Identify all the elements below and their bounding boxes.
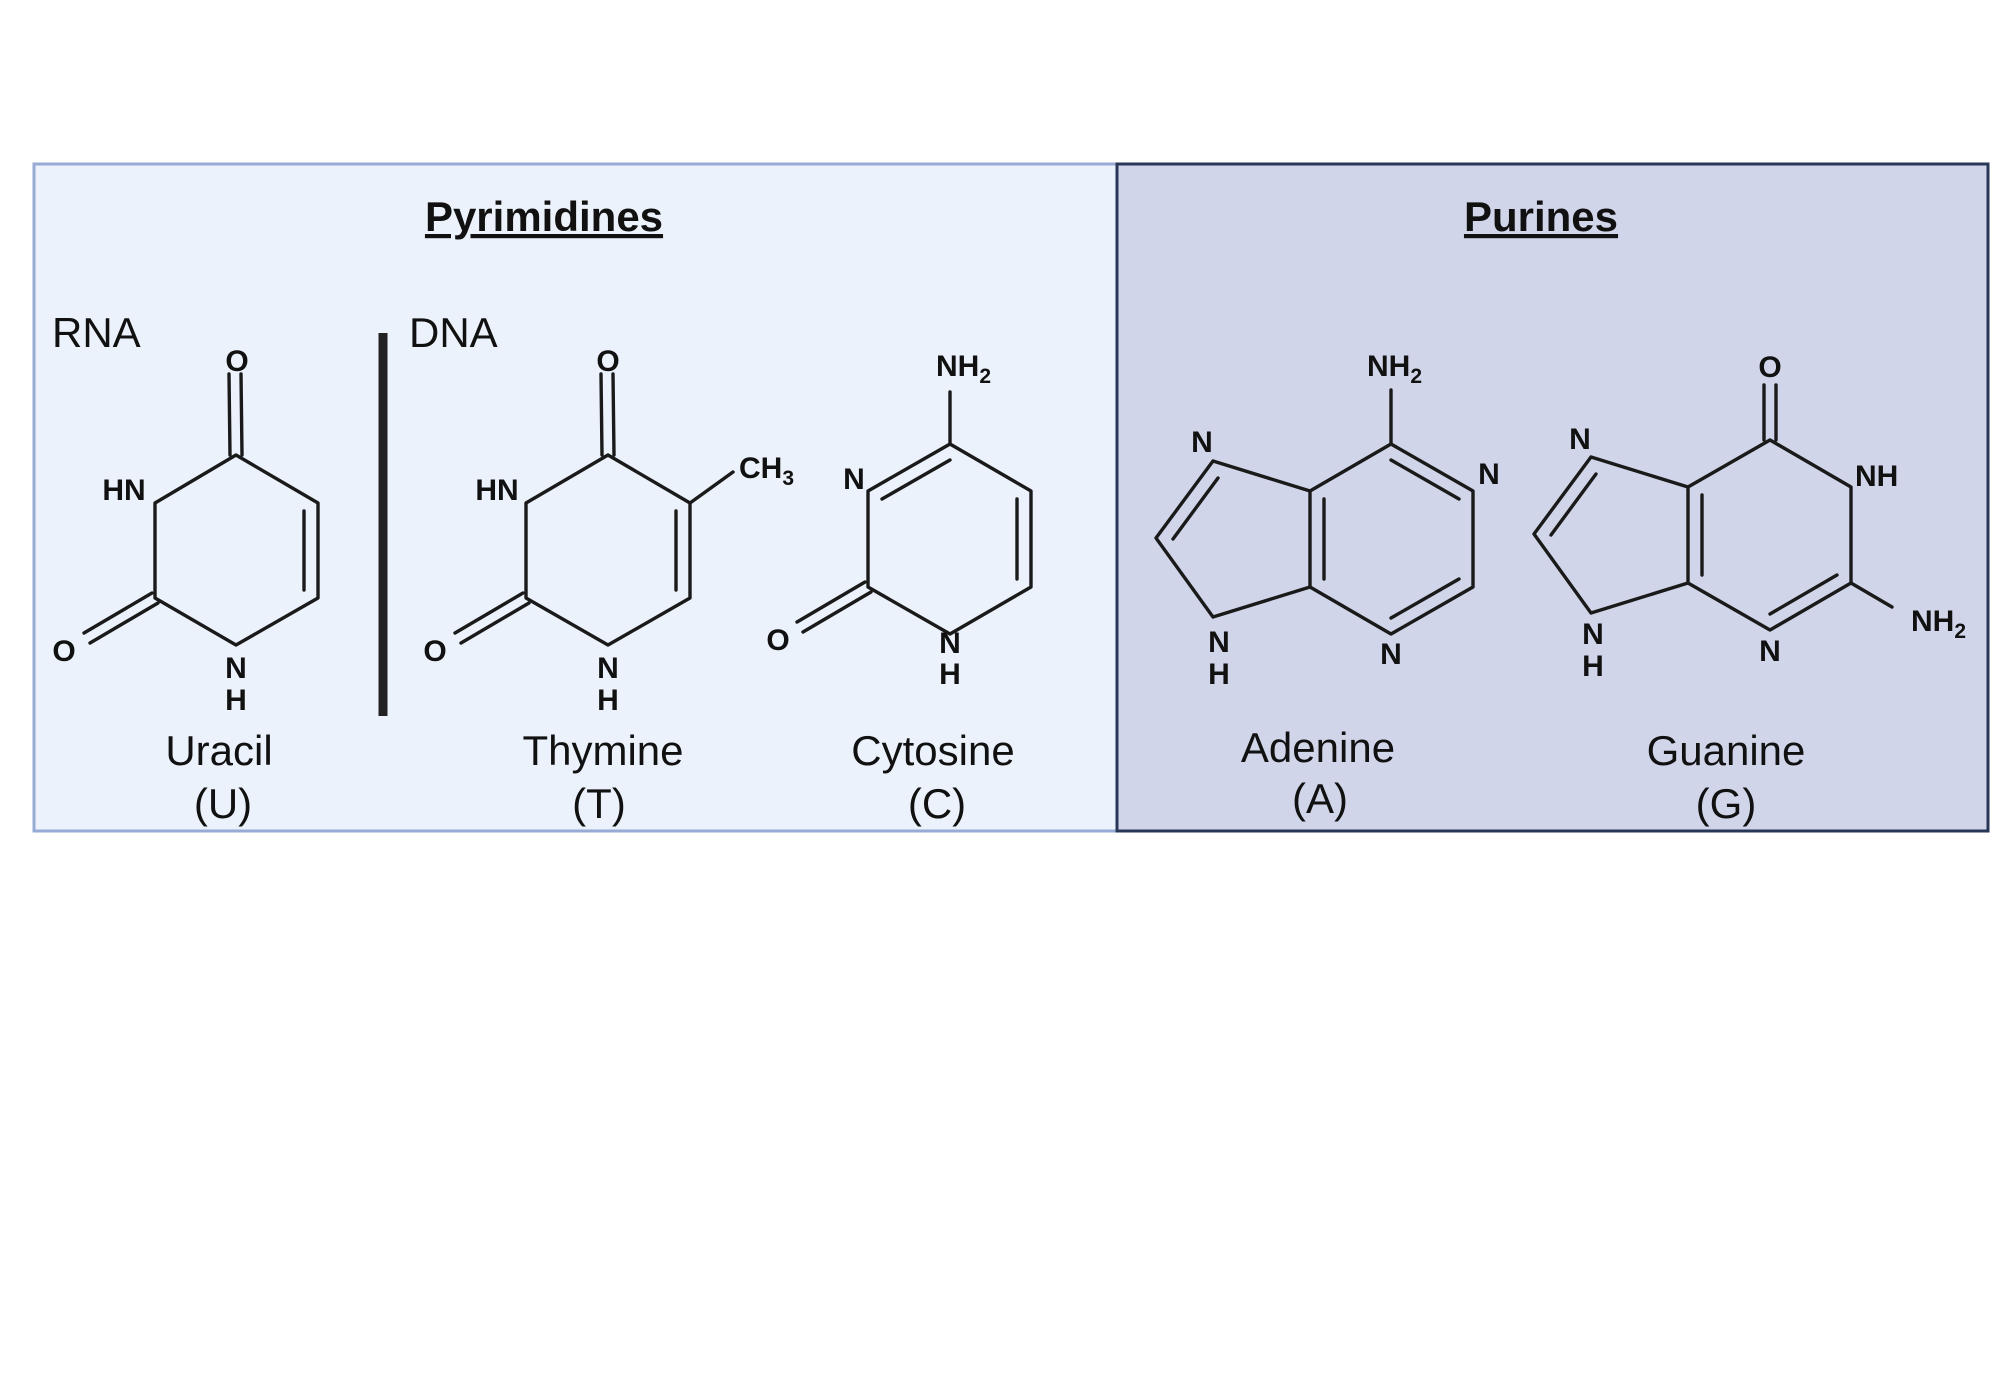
thymine-atom-hn: HN	[475, 474, 518, 507]
uracil-atom-h: H	[225, 684, 247, 717]
adenine-atom-n1: N	[1478, 458, 1500, 491]
purines-title: Purines	[1464, 193, 1618, 240]
cytosine-atom-n: N	[939, 627, 961, 660]
guanine-name: Guanine	[1647, 727, 1806, 774]
guanine-atom-nh2: NH2	[1911, 605, 1966, 643]
adenine-atom-n3: N	[1380, 638, 1402, 671]
rna-label: RNA	[52, 309, 141, 356]
pyrimidines-title: Pyrimidines	[425, 193, 663, 240]
guanine-abbrev: (G)	[1696, 780, 1757, 827]
dna-label: DNA	[409, 309, 498, 356]
guanine-atom-n9: N	[1582, 618, 1604, 651]
thymine-abbrev: (T)	[572, 780, 626, 827]
adenine-name: Adenine	[1241, 724, 1395, 771]
guanine-atom-nh1: NH	[1855, 460, 1898, 493]
uracil-structure: O HN O N H	[52, 345, 320, 717]
uracil-atom-o-top: O	[225, 345, 248, 378]
adenine-atom-n7: N	[1191, 426, 1213, 459]
adenine-abbrev: (A)	[1292, 775, 1348, 822]
uracil-abbrev: (U)	[194, 780, 252, 827]
cytosine-atom-n-ring: N	[843, 463, 865, 496]
uracil-atom-n: N	[225, 652, 247, 685]
guanine-atom-h9: H	[1582, 650, 1604, 683]
adenine-atom-nh2: NH2	[1367, 350, 1422, 388]
thymine-name: Thymine	[522, 727, 683, 774]
adenine-atom-h9: H	[1208, 658, 1230, 691]
thymine-atom-o-left: O	[423, 635, 446, 668]
cytosine-name: Cytosine	[851, 727, 1014, 774]
pyrimidines-panel	[32, 162, 1119, 833]
purines-panel	[1115, 162, 1990, 833]
cytosine-atom-o-left: O	[766, 624, 789, 657]
thymine-atom-ch3: CH3	[739, 452, 794, 490]
cytosine-atom-nh2: NH2	[936, 350, 991, 388]
cytosine-atom-h: H	[939, 658, 961, 691]
thymine-atom-h: H	[597, 684, 619, 717]
thymine-atom-n: N	[597, 652, 619, 685]
thymine-atom-o-top: O	[596, 345, 619, 378]
guanine-atom-n3: N	[1759, 635, 1781, 668]
adenine-structure: NH2 N N N H N	[1154, 350, 1500, 691]
cytosine-structure: NH2 N O N H	[766, 350, 1033, 691]
uracil-atom-o-left: O	[52, 635, 75, 668]
cytosine-abbrev: (C)	[908, 780, 966, 827]
guanine-structure: O N NH N H N NH2	[1532, 351, 1966, 683]
thymine-structure: O HN CH3 O N H	[423, 345, 794, 717]
uracil-atom-hn: HN	[102, 474, 145, 507]
guanine-atom-o: O	[1758, 351, 1781, 384]
uracil-name: Uracil	[165, 727, 272, 774]
adenine-atom-n9: N	[1208, 626, 1230, 659]
guanine-atom-n7: N	[1569, 423, 1591, 456]
